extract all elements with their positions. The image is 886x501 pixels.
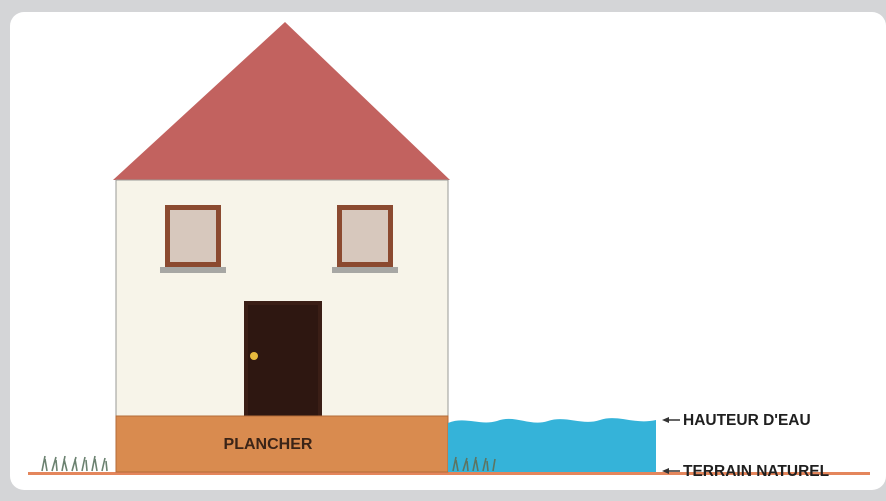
pointer-arrow-icon	[662, 417, 680, 423]
diagram-card: PLANCHER HAUTEUR D'EAU TERRAIN NATUREL	[10, 12, 886, 490]
house-roof	[113, 22, 450, 180]
floor-label: PLANCHER	[224, 436, 313, 453]
ground-line	[28, 472, 870, 475]
flood-diagram: PLANCHER HAUTEUR D'EAU TERRAIN NATUREL	[28, 22, 870, 480]
floor-base	[115, 415, 449, 473]
water-height-label: HAUTEUR D'EAU	[683, 412, 811, 429]
ground-label: TERRAIN NATUREL	[683, 463, 829, 480]
window-left	[160, 205, 226, 273]
door-knob-icon	[250, 352, 258, 360]
grass-tuft-icon	[41, 455, 108, 472]
window-right	[332, 205, 398, 273]
pointer-arrow-icon	[662, 468, 680, 474]
flood-water	[448, 418, 656, 472]
grass-tuft-icon	[452, 456, 496, 472]
